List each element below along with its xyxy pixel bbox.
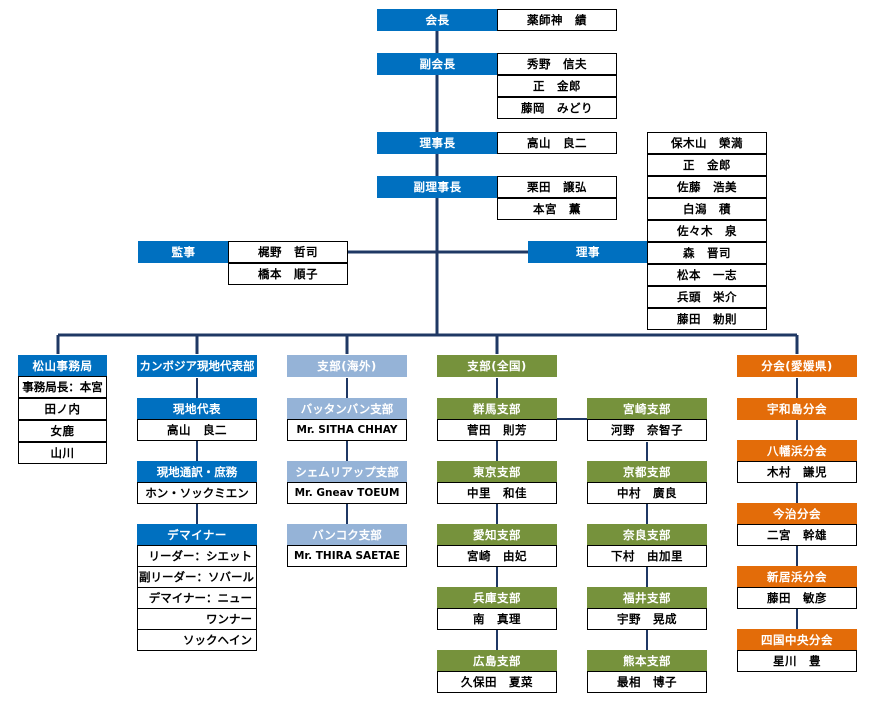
director-name: 保木山 榮満 (647, 132, 767, 154)
national-branch-head: 久保田 夏菜 (437, 671, 557, 693)
director-name: 松本 一志 (647, 264, 767, 286)
ehime-branch-name: 八幡浜分会 (737, 440, 857, 462)
national-branch-name: 福井支部 (587, 587, 707, 609)
overseas-branch-head: Mr. Gneav TOEUM (287, 482, 407, 504)
national-branch-name: 京都支部 (587, 461, 707, 483)
national-branch-name: 愛知支部 (437, 524, 557, 546)
national-branch-name: 広島支部 (437, 650, 557, 672)
overseas-branch-name: バンコク支部 (287, 524, 407, 546)
director-name: 森 晋司 (647, 242, 767, 264)
national-branch-head: 河野 奈智子 (587, 419, 707, 441)
deminer-member: リーダー：シエット (137, 545, 257, 567)
deminer-member: 副リーダー：ソバール (137, 566, 257, 588)
ehime-branch-name: 四国中央分会 (737, 629, 857, 651)
directors-title: 理事 (528, 241, 648, 263)
director-name: 藤田 勅則 (647, 308, 767, 330)
ehime-branches-title: 分会(愛媛県) (737, 355, 857, 377)
ehime-branch-head: 藤田 敏彦 (737, 587, 857, 609)
interpreter-name: ホン・ソックミエン (137, 482, 257, 504)
vice-director-chief-name: 本宮 薫 (497, 198, 617, 220)
ehime-branch-name: 新居浜分会 (737, 566, 857, 588)
overseas-branches-title: 支部(海外) (287, 355, 407, 377)
auditor-title: 監事 (138, 241, 229, 263)
national-branch-name: 東京支部 (437, 461, 557, 483)
director-name: 正 金郎 (647, 154, 767, 176)
national-branch-head: 宇野 晃成 (587, 608, 707, 630)
interpreter-title: 現地通訳・庶務 (137, 461, 257, 483)
director-name: 佐々木 泉 (647, 220, 767, 242)
vice-chairman-name: 正 金郎 (497, 75, 617, 97)
local-representative-title: 現地代表 (137, 398, 257, 420)
director-name: 兵頭 栄介 (647, 286, 767, 308)
national-branch-head: 南 真理 (437, 608, 557, 630)
vice-chairman-name: 秀野 信夫 (497, 53, 617, 75)
office-member: 山川 (18, 442, 107, 464)
overseas-branch-head: Mr. THIRA SAETAE (287, 545, 407, 567)
auditor-name: 橋本 順子 (228, 263, 348, 285)
ehime-branch-name: 今治分会 (737, 503, 857, 525)
national-branches-title: 支部(全国) (437, 355, 557, 377)
deminer-member: ソックヘイン (137, 629, 257, 651)
deminer-member: ワンナー (137, 608, 257, 630)
national-branch-head: 下村 由加里 (587, 545, 707, 567)
director-name: 白潟 積 (647, 198, 767, 220)
chairman-title: 会長 (377, 9, 498, 31)
national-branch-name: 群馬支部 (437, 398, 557, 420)
office-member: 田ノ内 (18, 398, 107, 420)
ehime-branch-head: 星川 豊 (737, 650, 857, 672)
vice-director-chief-name: 栗田 譲弘 (497, 176, 617, 198)
chairman-name: 薬師神 績 (497, 9, 617, 31)
matsuyama-office-title: 松山事務局 (18, 355, 107, 377)
office-member: 女鹿 (18, 420, 107, 442)
office-member: 事務局長：本宮 (18, 376, 107, 398)
auditor-name: 梶野 哲司 (228, 241, 348, 263)
ehime-branch-head: 二宮 幹雄 (737, 524, 857, 546)
deminer-member: デマイナー：ニュー (137, 587, 257, 609)
national-branch-head: 最相 博子 (587, 671, 707, 693)
director-chief-title: 理事長 (377, 132, 498, 154)
national-branch-name: 奈良支部 (587, 524, 707, 546)
national-branch-head: 宮崎 由妃 (437, 545, 557, 567)
vice-chairman-title: 副会長 (377, 53, 498, 75)
director-chief-name: 高山 良二 (497, 132, 617, 154)
cambodia-office-title: カンボジア現地代表部 (137, 355, 257, 377)
overseas-branch-head: Mr. SITHA CHHAY (287, 419, 407, 441)
national-branch-head: 中村 廣良 (587, 482, 707, 504)
national-branch-name: 宮崎支部 (587, 398, 707, 420)
deminer-title: デマイナー (137, 524, 257, 546)
national-branch-name: 兵庫支部 (437, 587, 557, 609)
ehime-branch-name: 宇和島分会 (737, 398, 857, 420)
overseas-branch-name: シェムリアップ支部 (287, 461, 407, 483)
director-name: 佐藤 浩美 (647, 176, 767, 198)
national-branch-head: 菅田 則芳 (437, 419, 557, 441)
local-representative-name: 高山 良二 (137, 419, 257, 441)
national-branch-name: 熊本支部 (587, 650, 707, 672)
vice-chairman-name: 藤岡 みどり (497, 97, 617, 119)
vice-director-chief-title: 副理事長 (377, 176, 498, 198)
ehime-branch-head: 木村 謙児 (737, 461, 857, 483)
national-branch-head: 中里 和佳 (437, 482, 557, 504)
overseas-branch-name: バッタンバン支部 (287, 398, 407, 420)
